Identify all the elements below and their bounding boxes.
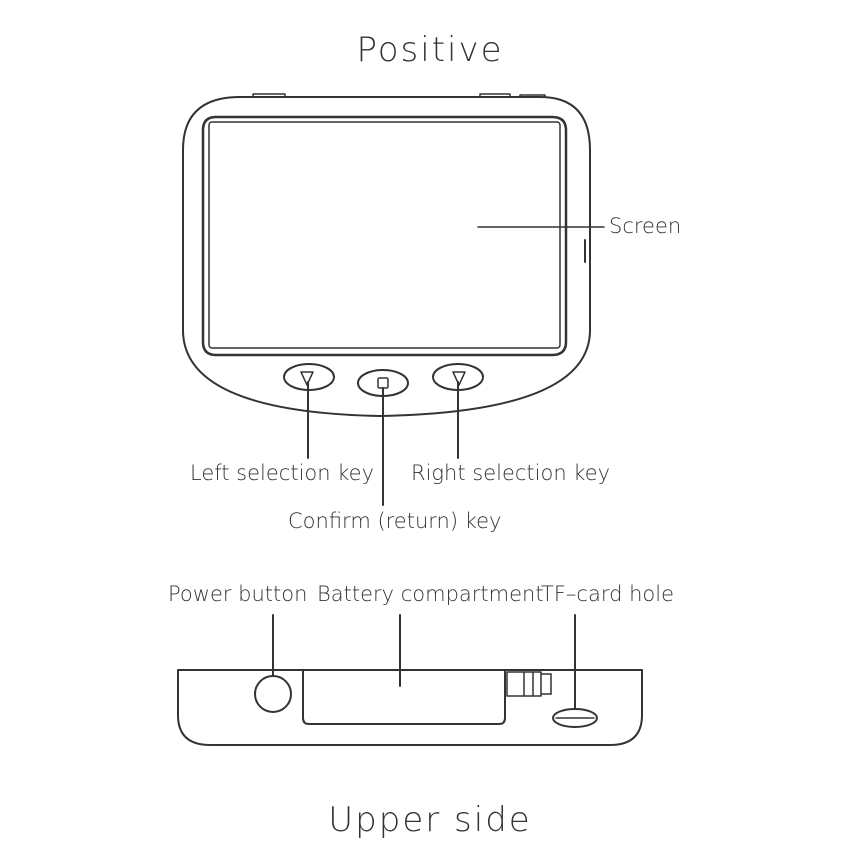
triangle-left-icon xyxy=(300,371,314,386)
triangle-right-icon xyxy=(452,371,466,386)
screen-bezel xyxy=(201,115,568,357)
front-view-title: Positive xyxy=(356,30,504,70)
device-top-body xyxy=(177,669,643,746)
power-label: Power button xyxy=(168,582,308,606)
tf-card-label: TF–card hole xyxy=(541,582,675,606)
screen-label: Screen xyxy=(609,214,682,238)
battery-label: Battery compartment xyxy=(317,582,544,606)
left-key-label: Left selection key xyxy=(190,461,375,485)
battery-compartment xyxy=(302,669,506,725)
connector xyxy=(506,671,552,697)
right-key-label: Right selection key xyxy=(411,461,611,485)
device-front-body xyxy=(182,93,591,417)
power-button[interactable] xyxy=(254,675,292,713)
tf-card-hole[interactable] xyxy=(552,708,598,728)
screen xyxy=(208,121,561,349)
confirm-key-label: Confirm (return) key xyxy=(288,509,502,533)
top-view-title: Upper side xyxy=(328,800,532,840)
square-icon xyxy=(377,377,389,389)
